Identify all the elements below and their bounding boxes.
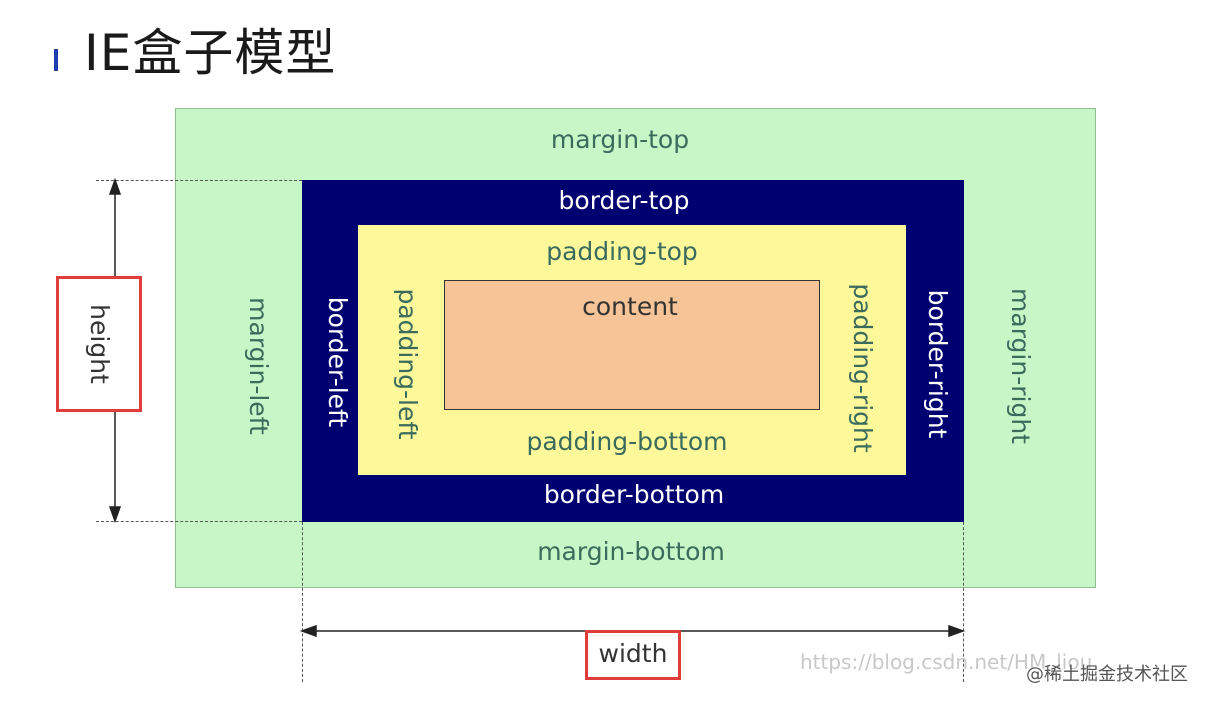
label-border-bottom: border-bottom [543, 480, 725, 509]
width-guide-right [963, 522, 964, 682]
watermark-url: https://blog.csdn.net/HM_liou [800, 650, 1093, 674]
height-label-box [56, 276, 142, 412]
label-margin-top: margin-top [550, 125, 690, 154]
label-margin-bottom: margin-bottom [537, 537, 725, 566]
height-guide-bottom [96, 521, 302, 522]
width-guide-left [302, 522, 303, 682]
label-width: width [598, 639, 668, 668]
credit-text: @稀土掘金技术社区 [1026, 664, 1188, 685]
title-accent-bar [54, 49, 58, 71]
height-guide-top [96, 180, 302, 181]
width-label-box [585, 630, 681, 680]
label-height: height [85, 304, 114, 384]
content-area [444, 280, 820, 410]
label-padding-top: padding-top [546, 237, 698, 266]
label-padding-bottom: padding-bottom [526, 427, 728, 456]
page-title: IE盒子模型 [84, 24, 337, 82]
label-content: content [582, 292, 678, 321]
label-border-top: border-top [558, 186, 690, 215]
